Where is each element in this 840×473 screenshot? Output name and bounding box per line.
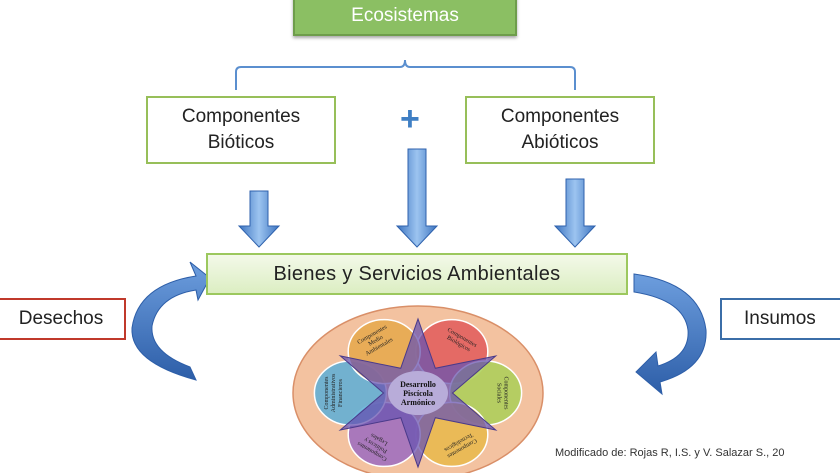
curved-arrow-left [131, 261, 211, 381]
source-credit: Modificado de: Rojas R, I.S. y V. Salaza… [555, 447, 785, 459]
abiotic-components-box: Componentes Abióticos [465, 96, 655, 164]
abiotic-line1: Componentes [500, 106, 620, 127]
biotic-line2: Bióticos [207, 132, 275, 153]
bienes-servicios-box: Bienes y Servicios Ambientales [206, 253, 628, 295]
desechos-label: Desechos [18, 308, 104, 329]
center-core [388, 371, 448, 415]
arrow-center-down [395, 148, 439, 248]
ecosistemas-title-box: Ecosistemas [293, 0, 517, 36]
arrow-abiotic-down [553, 178, 597, 248]
ecosistemas-title: Ecosistemas [351, 5, 459, 26]
abiotic-line2: Abióticos [521, 132, 599, 153]
insumos-label: Insumos [744, 308, 816, 329]
plus-sign: + [400, 100, 420, 138]
insumos-box: Insumos [720, 298, 840, 340]
desechos-box: Desechos [0, 298, 126, 340]
brace-connector [235, 59, 576, 90]
curved-arrow-right [633, 273, 707, 396]
petal-label: ComponentesAdministrativosFinancieros [324, 373, 344, 412]
biotic-line1: Componentes [181, 106, 301, 127]
bienes-servicios-label: Bienes y Servicios Ambientales [273, 262, 561, 285]
flower-diagram: ComponentesBiológicosComponentesSociales… [292, 305, 544, 473]
petal-label: ComponentesSociales [496, 377, 509, 411]
biotic-components-box: Componentes Bióticos [146, 96, 336, 164]
arrow-biotic-down [237, 190, 281, 248]
